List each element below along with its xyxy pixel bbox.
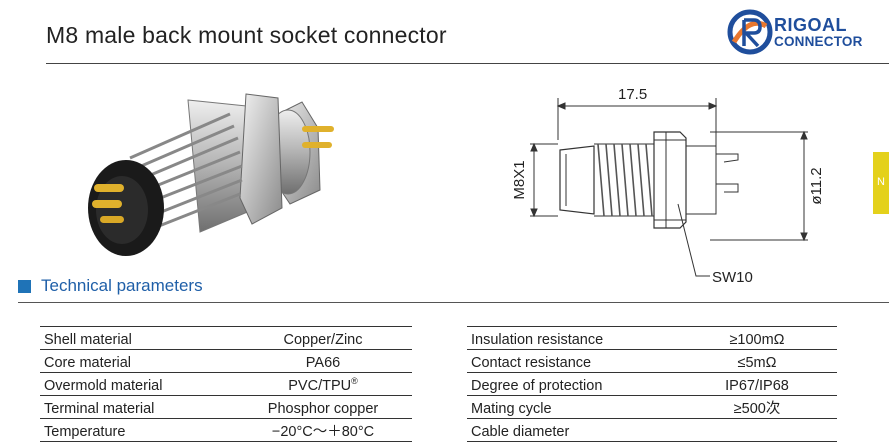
title-rule: [46, 63, 889, 64]
table-row: Insulation resistance ≥100mΩ: [467, 326, 837, 350]
param-label: Degree of protection: [467, 372, 677, 396]
params-table-left: Shell material Copper/Zinc Core material…: [40, 326, 412, 442]
param-value: IP67/IP68: [677, 372, 837, 396]
param-label: Insulation resistance: [467, 326, 677, 350]
side-tab[interactable]: N: [873, 152, 889, 214]
param-value-cell: PVC/TPU®: [234, 372, 412, 396]
table-row: Degree of protection IP67/IP68: [467, 372, 837, 396]
param-label: Overmold material: [40, 372, 234, 396]
param-label: Temperature: [40, 418, 234, 442]
param-value: ≥100mΩ: [677, 326, 837, 350]
params-table-right: Insulation resistance ≥100mΩ Contact res…: [467, 326, 837, 442]
section-rule: [18, 302, 889, 303]
section-header: Technical parameters: [18, 276, 203, 296]
param-value: Phosphor copper: [234, 395, 412, 419]
table-row: Temperature −20°C～＋80°C: [40, 418, 412, 442]
param-value: −20°C～＋80°C: [234, 418, 412, 442]
table-row: Shell material Copper/Zinc: [40, 326, 412, 350]
logo-name: RIGOAL: [774, 15, 847, 35]
logo-subname: CONNECTOR: [774, 34, 863, 49]
param-value: [677, 418, 837, 442]
table-row: Mating cycle ≥500次: [467, 395, 837, 419]
section-label: Technical parameters: [41, 276, 203, 295]
param-value: PVC/TPU: [288, 378, 352, 394]
table-row: Cable diameter: [467, 418, 837, 442]
table-row: Contact resistance ≤5mΩ: [467, 349, 837, 373]
length-dimension: 17.5: [618, 86, 647, 103]
param-value: ≥500次: [677, 395, 837, 419]
wrench-size-label: SW10: [712, 269, 753, 286]
table-row: Core material PA66: [40, 349, 412, 373]
param-value: ≤5mΩ: [677, 349, 837, 373]
param-label: Mating cycle: [467, 395, 677, 419]
page-title: M8 male back mount socket connector: [46, 22, 447, 48]
thread-dimension: M8X1: [511, 160, 528, 199]
registered-mark: ®: [351, 376, 358, 387]
param-label: Core material: [40, 349, 234, 373]
param-label: Contact resistance: [467, 349, 677, 373]
section-square-icon: [18, 279, 31, 293]
param-label: Cable diameter: [467, 418, 677, 442]
table-row: Terminal material Phosphor copper: [40, 395, 412, 419]
dimension-drawing: 17.5 M8X1 ø11.2 SW10: [511, 86, 825, 286]
rigoal-logo: [727, 9, 773, 55]
table-row: Overmold material PVC/TPU®: [40, 372, 412, 396]
connector-photo: [88, 93, 334, 256]
param-value: Copper/Zinc: [234, 326, 412, 350]
param-value: PA66: [234, 349, 412, 373]
side-tab-label: N: [877, 176, 885, 188]
param-label: Terminal material: [40, 395, 234, 419]
param-label: Shell material: [40, 326, 234, 350]
diameter-dimension: ø11.2: [808, 167, 825, 204]
